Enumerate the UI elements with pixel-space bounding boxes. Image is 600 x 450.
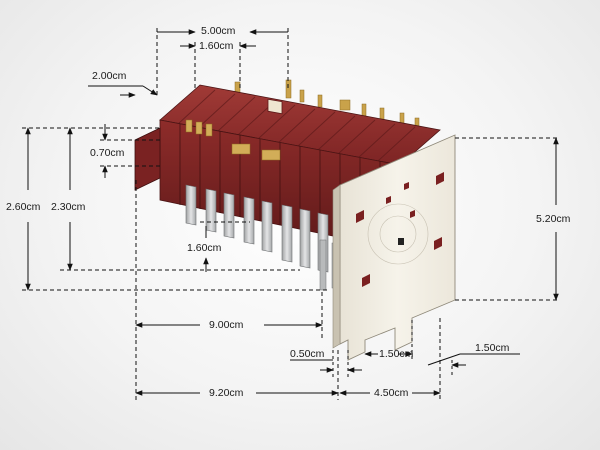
plate-height-label: 5.20cm (536, 213, 571, 225)
overall-length-label: 9.20cm (209, 387, 244, 399)
plate-width-label: 4.50cm (374, 387, 409, 399)
height-outer-label: 2.60cm (6, 201, 41, 213)
top-offset-label: 2.00cm (92, 70, 127, 82)
height-inner-label: 2.30cm (51, 201, 86, 213)
tab-right-label: 1.50cm (475, 342, 510, 354)
pin-length-label: 1.60cm (187, 242, 222, 254)
body-length-label: 9.00cm (209, 319, 244, 331)
tab-height-label: 0.70cm (90, 147, 125, 159)
dimension-lines (22, 28, 560, 400)
top-inner-label: 1.60cm (199, 40, 234, 52)
plate-thickness-label: 0.50cm (290, 348, 325, 360)
top-width-label: 5.00cm (201, 25, 236, 37)
tab-gap-label: 1.50cm (379, 348, 414, 360)
mounting-plate (332, 134, 456, 361)
switch-body (134, 79, 441, 291)
